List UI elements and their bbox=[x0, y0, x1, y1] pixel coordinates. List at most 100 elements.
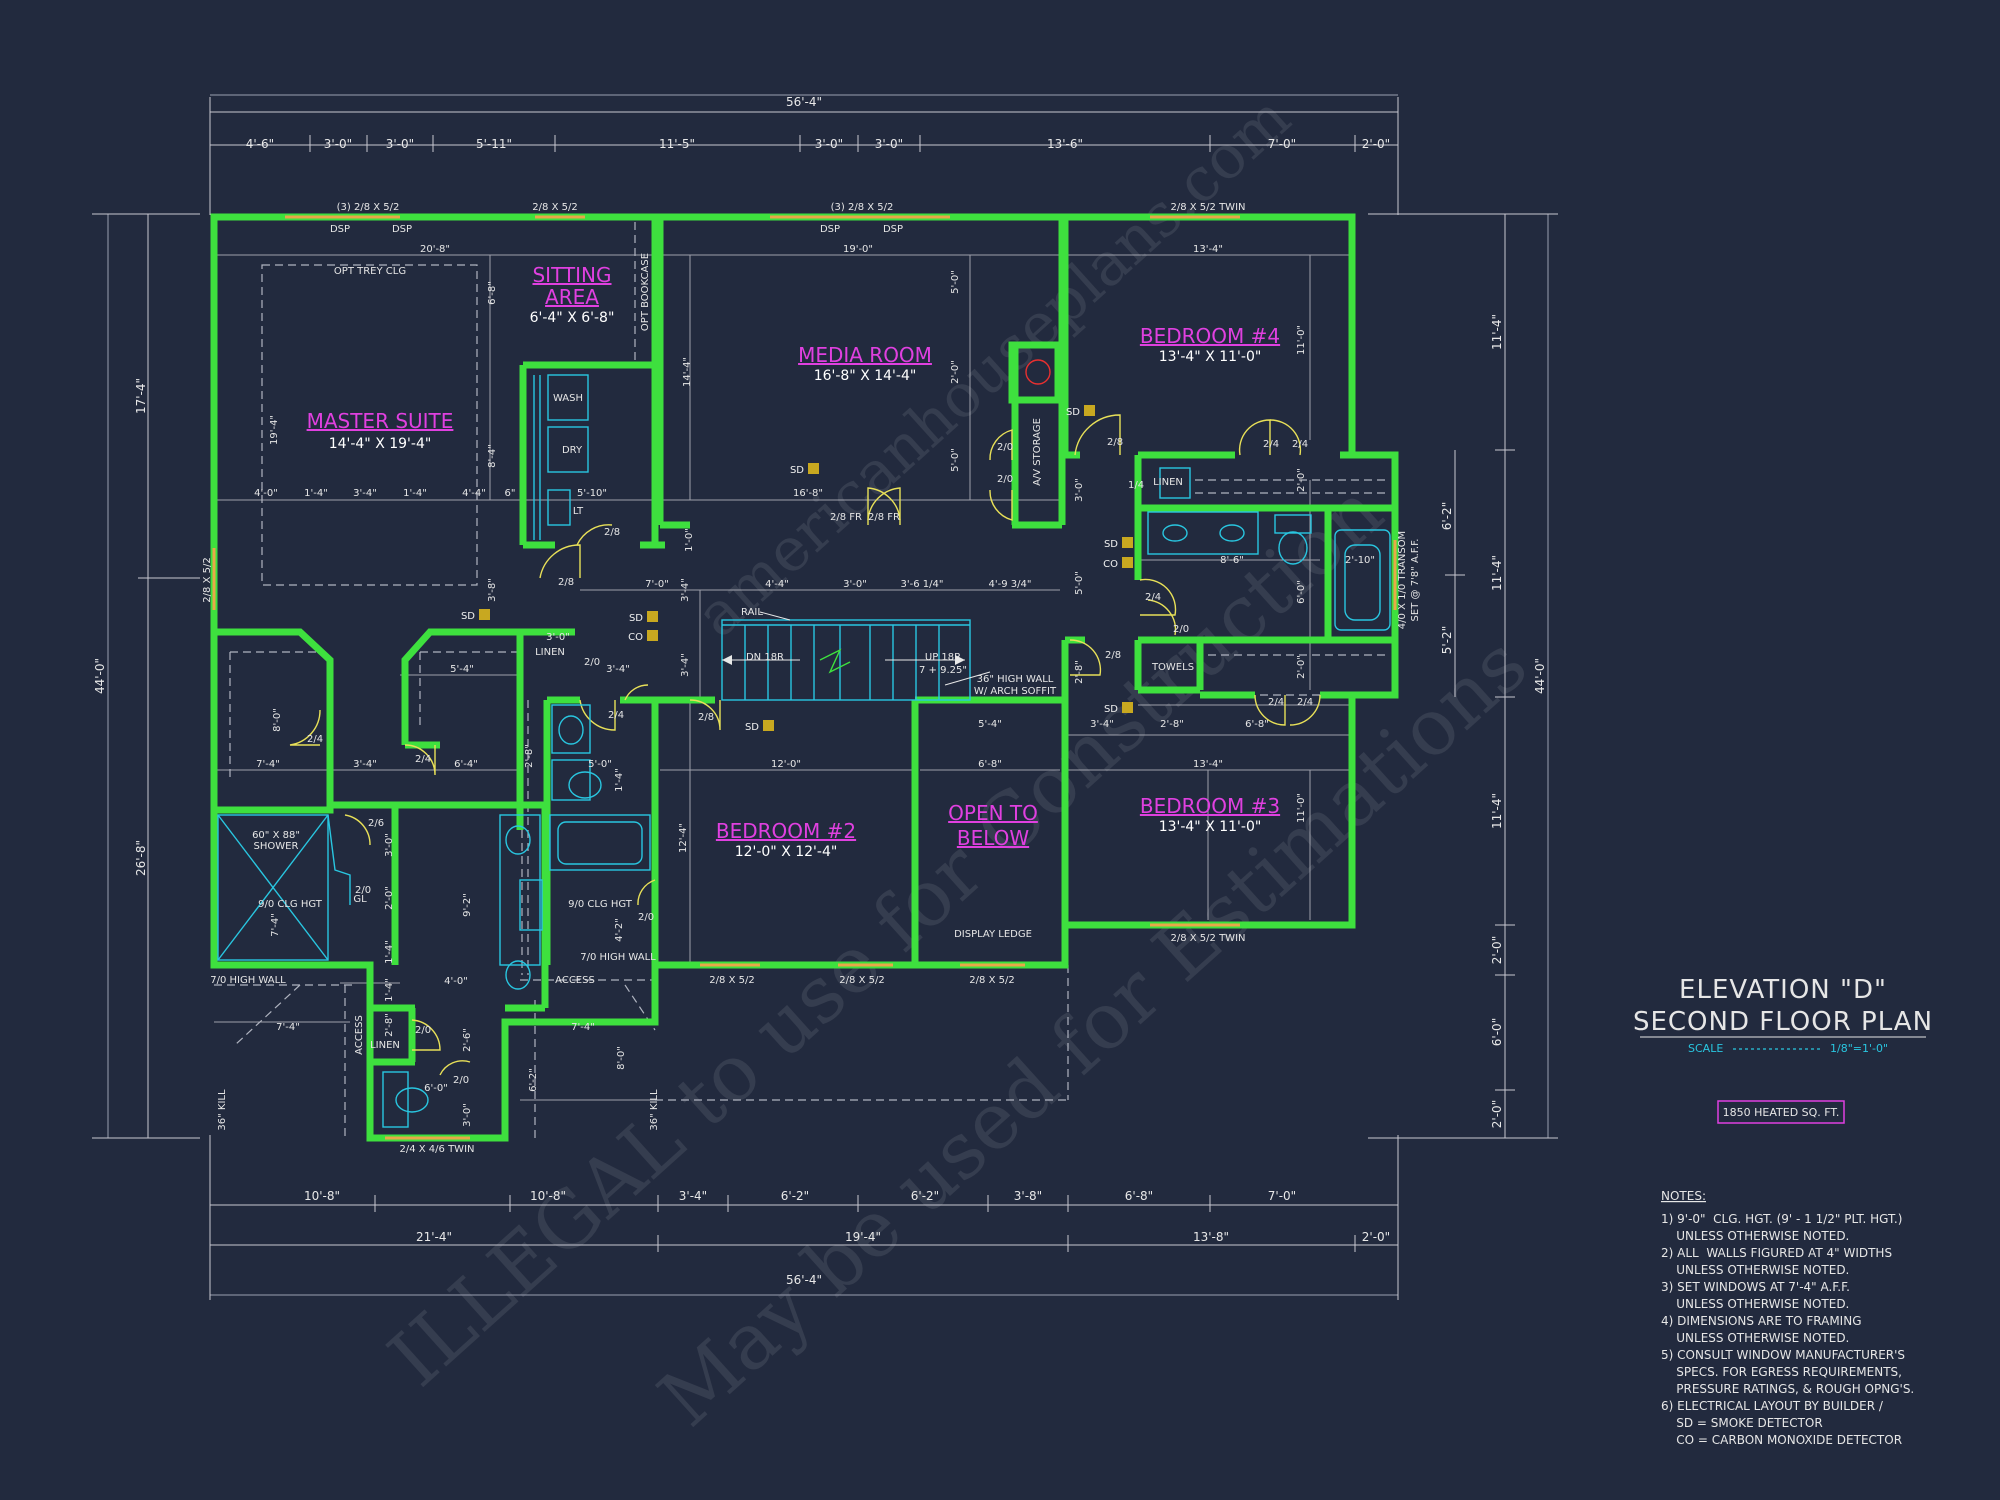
sd-label-bed3: SD bbox=[1104, 704, 1118, 715]
heated-sqft: 1850 HEATED SQ. FT. bbox=[1723, 1106, 1840, 1119]
idim-g: 1'-4" bbox=[304, 488, 328, 499]
bottom-dim-5: 6'-2" bbox=[911, 1189, 939, 1203]
walls bbox=[210, 213, 1399, 1142]
idim-ag: 7'-4" bbox=[276, 1022, 300, 1033]
idim-ax2: 6'-0" bbox=[1296, 580, 1307, 604]
idim-bd: 7'-4" bbox=[270, 913, 281, 937]
top-dim-8: 13'-6" bbox=[1047, 137, 1083, 151]
bottom-dim-9: 21'-4" bbox=[416, 1230, 452, 1244]
windows: (3) 2/8 X 5/2 2/8 X 5/2 (3) 2/8 X 5/2 2/… bbox=[202, 202, 1421, 1155]
dashed-overhead-lines bbox=[214, 222, 1385, 1138]
idim-am: 14'-4" bbox=[682, 357, 693, 387]
sd-label-hall: SD bbox=[629, 613, 643, 624]
idim-ad: 2'-8" bbox=[1160, 719, 1184, 730]
idim-ai: 6'-0" bbox=[424, 1083, 448, 1094]
transom-label: 4/0 X 1/0 TRANSOM bbox=[1397, 531, 1408, 629]
note-line-13: SD = SMOKE DETECTOR bbox=[1661, 1416, 1823, 1430]
stair-arrows bbox=[722, 611, 991, 686]
right-dimensions: 44'-0" 11'-4" 11'-4" 11'-4" 2'-0" 6'-0" … bbox=[1368, 213, 1558, 1139]
idim-ba: 2'-0" bbox=[1296, 468, 1307, 492]
idim-j: 4'-4" bbox=[462, 488, 486, 499]
window-label-2: 2/8 X 5/2 bbox=[532, 202, 577, 213]
idim-p: 3'-0" bbox=[843, 579, 867, 590]
bottom-dim-2: 10'-8" bbox=[530, 1189, 566, 1203]
window-label-10: 2/4 X 4/6 TWIN bbox=[400, 1144, 475, 1155]
overall-top-dim: 56'-4" bbox=[786, 95, 822, 109]
room-media-size: 16'-8" X 14'-4" bbox=[814, 368, 917, 384]
linen-label-2: LINEN bbox=[535, 647, 565, 658]
idim-e: 13'-4" bbox=[1193, 759, 1223, 770]
door-label-9: 2/4 bbox=[1145, 592, 1161, 603]
stair-down-label: DN 18R bbox=[746, 652, 784, 663]
bottom-dim-6: 3'-8" bbox=[1014, 1189, 1042, 1203]
idim-bi: 6'-2" bbox=[528, 1068, 539, 1092]
room-sitting-name-2: AREA bbox=[545, 285, 599, 309]
transom-label-2: SET @ 7'8" A.F.F. bbox=[1410, 539, 1421, 622]
arch-soffit-label: W/ ARCH SOFFIT bbox=[974, 686, 1057, 697]
idim-bb: 2'-8" bbox=[1074, 660, 1085, 684]
linen-label-3: LINEN bbox=[370, 1040, 400, 1051]
door-label-15: 2/4 bbox=[608, 710, 624, 721]
room-bed4-name: BEDROOM #4 bbox=[1140, 324, 1280, 348]
bottom-dim-1: 10'-8" bbox=[304, 1189, 340, 1203]
high-wall-label-1: 7/0 HIGH WALL bbox=[210, 975, 286, 986]
door-label-19: 2/6 bbox=[368, 818, 384, 829]
room-sitting-name-1: SITTING bbox=[532, 263, 611, 287]
idim-bj: 2'-8" bbox=[524, 744, 535, 768]
door-label-14: 2/0 bbox=[584, 657, 600, 668]
left-dimensions: 44'-0" 17'-4" 26'-8" bbox=[92, 213, 200, 1139]
right-dim-4: 2'-0" bbox=[1490, 936, 1504, 964]
co-label-hall: CO bbox=[628, 632, 643, 643]
door-label-21: 2/0 bbox=[415, 1025, 431, 1036]
note-line-7: 4) DIMENSIONS ARE TO FRAMING bbox=[1661, 1314, 1862, 1328]
idim-bc2: 1'-4" bbox=[384, 978, 395, 1002]
clg-hgt-label-2: 9/0 CLG HGT bbox=[568, 899, 633, 910]
display-ledge-label: DISPLAY LEDGE bbox=[954, 929, 1032, 940]
high-wall-label: 36" HIGH WALL bbox=[977, 674, 1054, 685]
room-bed3-size: 13'-4" X 11'-0" bbox=[1159, 819, 1262, 835]
door-label-6: 2/4 bbox=[1263, 439, 1279, 450]
idim-bh: 3'-0" bbox=[384, 833, 395, 857]
note-line-4: UNLESS OTHERWISE NOTED. bbox=[1661, 1263, 1849, 1277]
dry-label: DRY bbox=[562, 445, 583, 456]
idim-x: 3'-4" bbox=[353, 759, 377, 770]
idim-aa: 5'-4" bbox=[978, 719, 1002, 730]
room-sitting-size: 6'-4" X 6'-8" bbox=[530, 310, 615, 326]
window-label-8: 2/8 X 5/2 TWIN bbox=[1171, 933, 1246, 944]
idim-ar: 3'-8" bbox=[487, 578, 498, 602]
idim-aq: 8'-4" bbox=[487, 444, 498, 468]
idim-c: 13'-4" bbox=[1193, 244, 1223, 255]
dsp-label-1: DSP bbox=[330, 224, 350, 235]
door-label-22: 2/0 bbox=[453, 1075, 469, 1086]
stair-up-label: UP 18R bbox=[925, 652, 961, 663]
sd-label-master: SD bbox=[461, 611, 475, 622]
note-line-6: UNLESS OTHERWISE NOTED. bbox=[1661, 1297, 1849, 1311]
top-dim-6: 3'-0" bbox=[815, 137, 843, 151]
idim-ah: 7'-4" bbox=[571, 1022, 595, 1033]
idim-av: 11'-0" bbox=[1296, 325, 1307, 355]
idim-ay2: 3'-0" bbox=[1074, 478, 1085, 502]
idim-an: 6'-8" bbox=[487, 281, 498, 305]
idim-a: 20'-8" bbox=[420, 244, 450, 255]
annotations: OPT TREY CLG OPT BOOKCASE WASH DRY LT A/… bbox=[210, 253, 1313, 1131]
idim-ak: 2'-0" bbox=[384, 886, 395, 910]
scale-value: 1/8"=1'-0" bbox=[1830, 1042, 1888, 1055]
co-label-bath: CO bbox=[1103, 559, 1118, 570]
right-dim-3: 11'-4" bbox=[1490, 793, 1504, 829]
idim-az2: 5'-0" bbox=[1074, 571, 1085, 595]
idim-y: 6'-4" bbox=[454, 759, 478, 770]
idim-m: 16'-8" bbox=[793, 488, 823, 499]
idim-l: 5'-10" bbox=[577, 488, 607, 499]
overall-bottom-dim: 56'-4" bbox=[786, 1273, 822, 1287]
idim-at: 9'-2" bbox=[462, 893, 473, 917]
note-line-9: 5) CONSULT WINDOW MANUFACTURER'S bbox=[1661, 1348, 1905, 1362]
door-label-2: 2/8 bbox=[604, 527, 620, 538]
room-labels: MASTER SUITE 14'-4" X 19'-4" SITTING ARE… bbox=[307, 263, 1281, 860]
door-label-7: 2/4 bbox=[1292, 439, 1308, 450]
window-label-5: 2/8 X 5/2 bbox=[202, 557, 213, 602]
top-dim-2: 3'-0" bbox=[324, 137, 352, 151]
door-swings bbox=[289, 414, 1321, 1076]
note-line-2: UNLESS OTHERWISE NOTED. bbox=[1661, 1229, 1849, 1243]
right-dim-7: 6'-2" bbox=[1440, 502, 1454, 530]
